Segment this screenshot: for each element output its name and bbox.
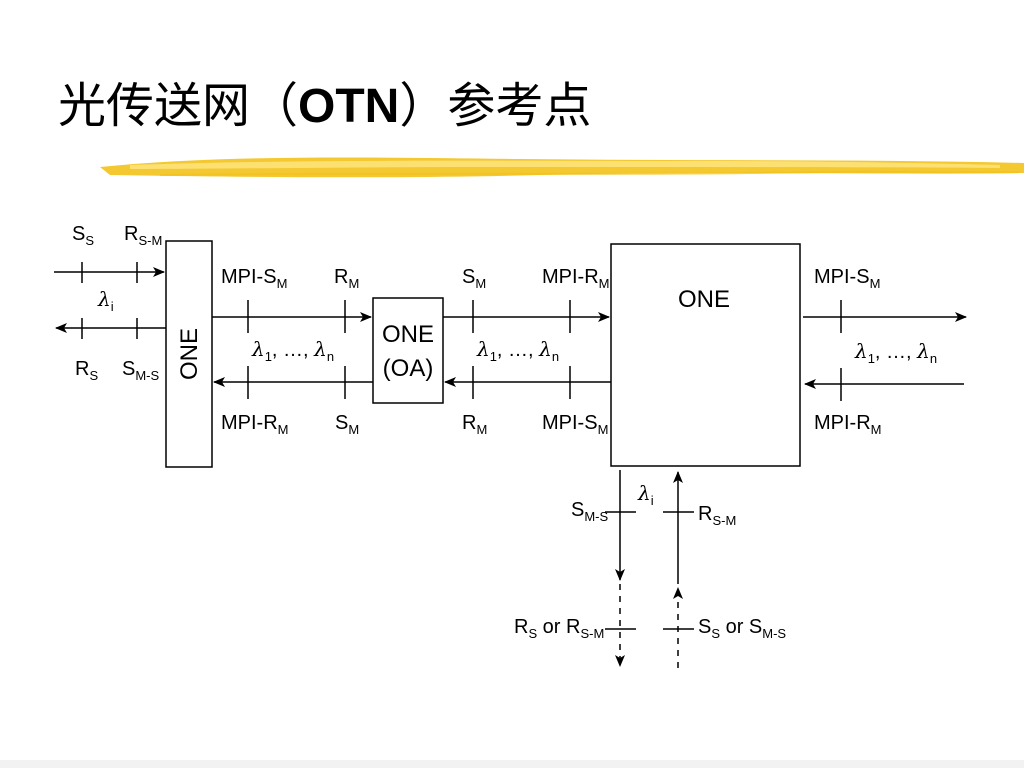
one-oa-label-line1: ONE (382, 321, 434, 348)
one-big-box (610, 243, 801, 467)
label-sms: SM-S (122, 358, 160, 383)
slide-bottom-bar (0, 760, 1024, 768)
label-down-lambda-i: λi (637, 481, 654, 508)
page-title: 光传送网（OTN）参考点 (58, 82, 591, 131)
brush-stroke-decoration (100, 157, 1024, 178)
label-rs: RS (75, 358, 98, 383)
one-oa-label-line2: (OA) (383, 355, 434, 382)
label-seg2-lambda-range: λ1, …, λn (476, 337, 559, 364)
label-right-lambda-range: λ1, …, λn (854, 339, 937, 366)
label-rsm: RS-M (124, 223, 162, 248)
label-seg1-mpi-rm: MPI-RM (221, 412, 289, 437)
label-seg2-mpi-sm: MPI-SM (542, 412, 608, 437)
one-left-box (165, 240, 213, 468)
title-acronym: OTN (298, 80, 400, 133)
title-prefix: 光传送网（ (58, 78, 299, 134)
one-left-label: ONE (176, 328, 203, 380)
label-seg2-mpi-rm: MPI-RM (542, 266, 610, 291)
label-rs-or-rsm: RS or RS-M (514, 616, 604, 641)
label-lambda-i-left: λi (97, 287, 114, 314)
label-down-sms: SM-S (571, 499, 609, 524)
label-up-rsm: RS-M (698, 503, 736, 528)
label-seg1-sm: SM (335, 412, 359, 437)
one-big-label: ONE (678, 286, 730, 313)
label-seg1-rm: RM (334, 266, 359, 291)
label-seg1-mpi-sm: MPI-SM (221, 266, 287, 291)
label-ss-or-sms: SS or SM-S (698, 616, 786, 641)
one-oa-box (372, 297, 444, 404)
label-seg2-sm: SM (462, 266, 486, 291)
label-right-mpi-rm: MPI-RM (814, 412, 882, 437)
title-suffix: ）参考点 (399, 78, 592, 134)
brush-highlight (130, 160, 1000, 169)
label-seg1-lambda-range: λ1, …, λn (251, 337, 334, 364)
label-ss: SS (72, 223, 94, 248)
label-right-mpi-sm: MPI-SM (814, 266, 880, 291)
label-seg2-rm: RM (462, 412, 487, 437)
brush-streak (159, 170, 1021, 176)
